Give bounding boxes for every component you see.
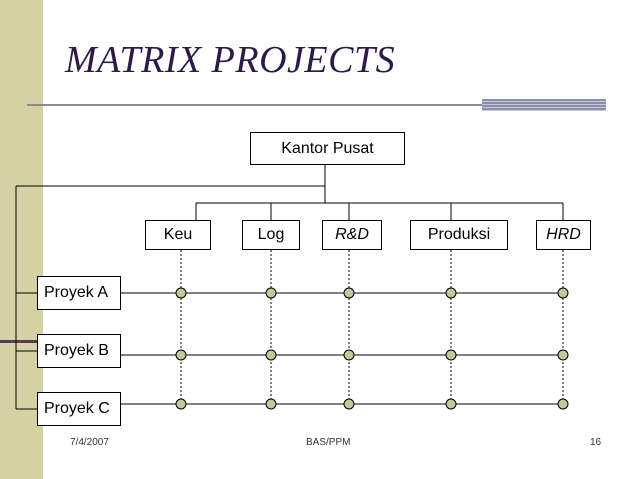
dept-label-hrd: HRD: [546, 226, 581, 243]
project-box-a: Proyek A: [37, 276, 121, 310]
matrix-node: [445, 287, 457, 299]
matrix-node: [557, 398, 569, 410]
footer-center: BAS/PPM: [306, 437, 351, 448]
matrix-node: [445, 398, 457, 410]
matrix-node: [343, 287, 355, 299]
root-label: Kantor Pusat: [281, 139, 374, 157]
project-box-c: Proyek C: [37, 392, 121, 426]
title-accent-bar: [482, 99, 606, 111]
matrix-node: [175, 287, 187, 299]
dept-label-rnd: R&D: [335, 226, 369, 243]
footer-page-number: 16: [590, 437, 602, 448]
matrix-node: [557, 287, 569, 299]
matrix-node: [343, 398, 355, 410]
left-accent-mark: [0, 340, 43, 343]
matrix-node: [175, 349, 187, 361]
left-decorative-band: [0, 0, 43, 479]
project-label-b: Proyek B: [44, 342, 109, 359]
dept-label-produksi: Produksi: [427, 226, 491, 243]
dept-box-produksi: Produksi: [410, 220, 508, 250]
dept-label-keu: Keu: [163, 226, 193, 243]
dept-label-log: Log: [257, 226, 285, 243]
dept-box-hrd: HRD: [536, 220, 591, 250]
matrix-node: [175, 398, 187, 410]
matrix-node: [265, 287, 277, 299]
matrix-node: [265, 349, 277, 361]
dept-box-log: Log: [242, 220, 300, 250]
project-label-a: Proyek A: [44, 284, 109, 301]
dept-box-keu: Keu: [145, 220, 211, 250]
matrix-node: [265, 398, 277, 410]
footer-date: 7/4/2007: [70, 437, 109, 448]
project-box-b: Proyek B: [37, 334, 121, 368]
root-box-kantor-pusat: Kantor Pusat: [250, 132, 405, 165]
dept-box-rnd: R&D: [322, 220, 382, 250]
matrix-node: [557, 349, 569, 361]
slide-title: MATRIX PROJECTS: [65, 39, 396, 81]
matrix-node: [445, 349, 457, 361]
matrix-node: [343, 349, 355, 361]
title-underline: [27, 104, 482, 106]
project-label-c: Proyek C: [44, 400, 110, 417]
